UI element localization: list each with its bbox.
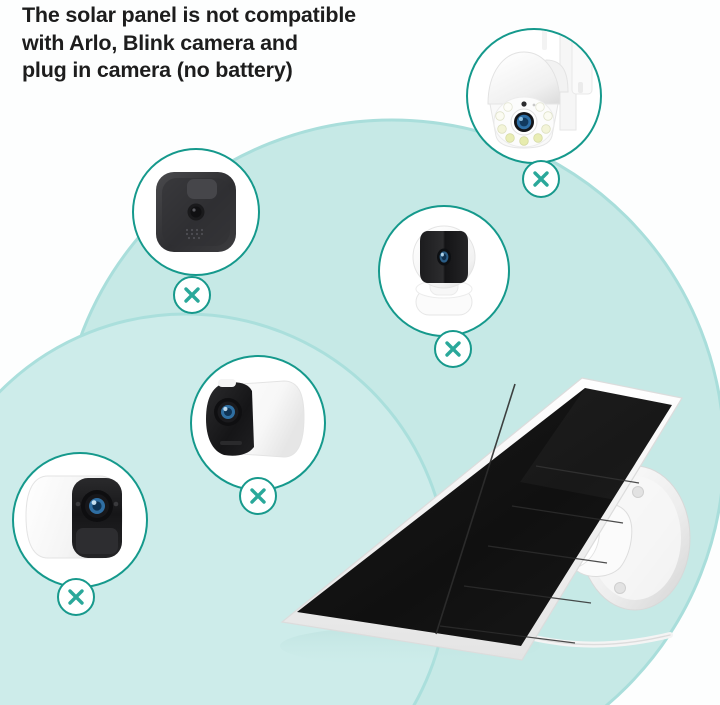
camera-bubble-ptz-dome[interactable]: [466, 28, 602, 164]
x-mark-icon: [68, 589, 84, 605]
led-ring: [495, 102, 553, 146]
incompatible-badge-ptz-dome: [522, 160, 560, 198]
arlo-pro-camera-icon: [192, 357, 324, 489]
page-title-line-2: with Arlo, Blink camera and: [22, 30, 298, 55]
solar-panel-with-mount: [270, 360, 720, 705]
x-mark-icon: [184, 287, 200, 303]
incompatible-badge-indoor-pan-tilt: [434, 330, 472, 368]
blink-camera-icon: [134, 150, 258, 274]
page-title-line-3: plug in camera (no battery): [22, 58, 293, 83]
camera-bubble-arlo-pro2[interactable]: [12, 452, 148, 588]
page-title: The solar panel is not compatible with A…: [22, 2, 452, 85]
panel-cell-area: [297, 388, 672, 646]
speaker-grille: [185, 228, 204, 240]
panel-cell-grid: [439, 465, 640, 644]
solar-panel-body: [280, 377, 683, 661]
camera-bubble-blink[interactable]: [132, 148, 260, 276]
x-mark-icon: [445, 341, 461, 357]
incompatible-badge-arlo-pro2: [57, 578, 95, 616]
indoor-pan-tilt-camera-icon: [380, 207, 508, 335]
x-mark-icon: [533, 171, 549, 187]
camera-bubble-arlo-pro[interactable]: [190, 355, 326, 491]
arlo-pro2-camera-icon: [14, 454, 146, 586]
page-title-line-1: The solar panel is not compatible: [22, 3, 356, 27]
incompatible-badge-arlo-pro: [239, 477, 277, 515]
incompatible-badge-blink: [173, 276, 211, 314]
panel-center-divider: [435, 383, 516, 635]
x-mark-icon: [250, 488, 266, 504]
camera-bubble-indoor-pan-tilt[interactable]: [378, 205, 510, 337]
ptz-dome-camera-icon: [468, 30, 600, 162]
